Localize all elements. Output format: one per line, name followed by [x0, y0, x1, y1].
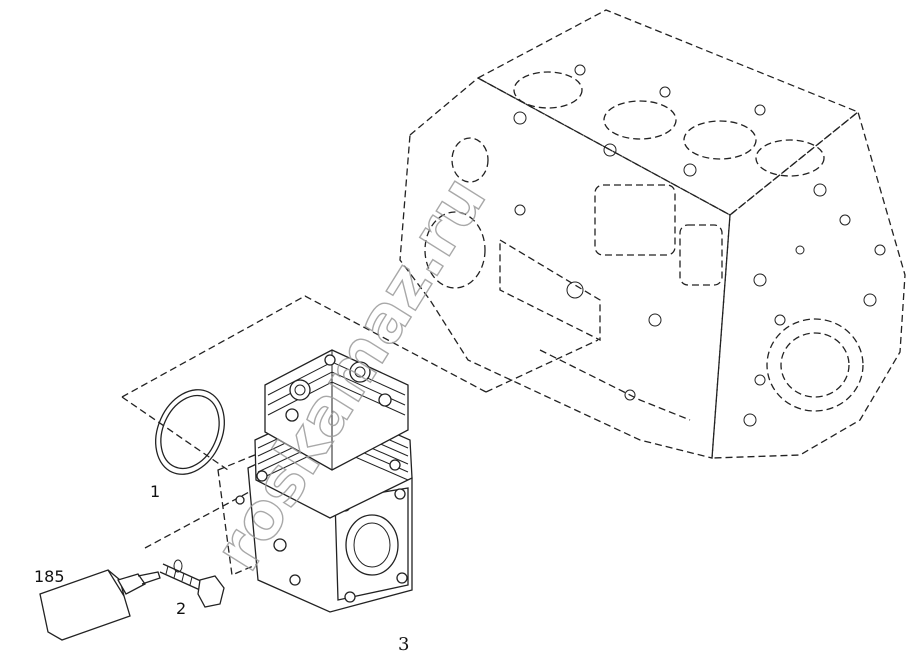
- gasket-ring: [155, 389, 225, 475]
- sealant-tube: [39, 569, 161, 641]
- bolt: [159, 559, 225, 608]
- callout-1-label: 1: [150, 482, 160, 501]
- callout-185-label: 185: [34, 567, 65, 586]
- engine-block: [399, 9, 906, 459]
- air-compressor: [217, 349, 413, 613]
- page-number: 3: [398, 634, 409, 655]
- callout-2-label: 2: [176, 599, 186, 618]
